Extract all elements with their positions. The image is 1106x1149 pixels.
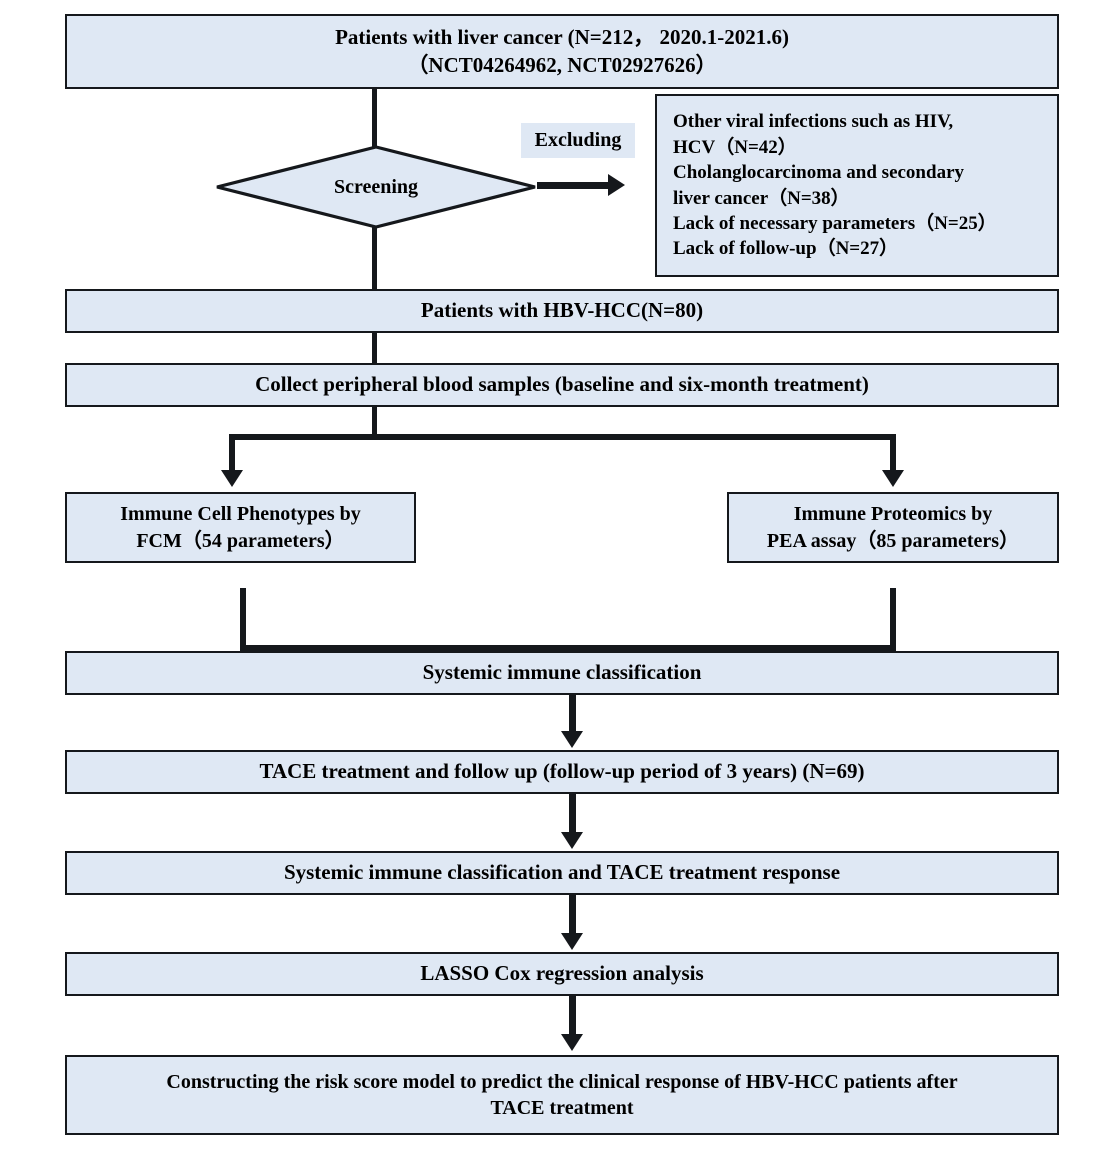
node-cohort: Patients with HBV-HCC(N=80) [65,289,1059,333]
node-classification-response: Systemic immune classification and TACE … [65,851,1059,895]
node-branch-pea-line2: PEA assay（85 parameters） [766,529,1020,552]
node-risk-score-model-line1: Constructing the risk score model to pre… [166,1070,958,1093]
node-immune-classification: Systemic immune classification [65,651,1059,695]
exclusion-reason-line-1: Other viral infections such as HIV, [673,111,954,133]
node-screening: Screening [215,145,537,229]
node-branch-fcm: Immune Cell Phenotypes by FCM（54 paramet… [65,492,416,563]
node-branch-fcm-line2: FCM（54 parameters） [136,529,345,552]
label-excluding-text: Excluding [534,129,622,151]
connector-split-stem [372,407,377,438]
node-cohort-label: Patients with HBV-HCC(N=80) [420,298,704,323]
node-branch-fcm-line1: Immune Cell Phenotypes by [120,503,361,526]
node-tace-treatment: TACE treatment and follow up (follow-up … [65,750,1059,794]
node-branch-pea-line1: Immune Proteomics by [793,503,993,526]
node-enrollment-line1: Patients with liver cancer (N=212， 2020.… [335,24,789,49]
exclusion-reason-line-6: Lack of follow-up（N=27） [673,238,899,260]
node-risk-score-model-line2: TACE treatment [490,1097,634,1119]
connector-tace-to-response [569,794,576,838]
exclusion-reason-line-3: Cholanglocarcinoma and secondary [673,162,965,184]
node-lasso-regression: LASSO Cox regression analysis [65,952,1059,996]
node-tace-treatment-label: TACE treatment and follow up (follow-up … [259,759,865,784]
label-excluding: Excluding [521,123,635,158]
connector-merge-left-riser [240,588,246,651]
node-branch-pea: Immune Proteomics by PEA assay（85 parame… [727,492,1059,563]
node-collect-samples: Collect peripheral blood samples (baseli… [65,363,1059,407]
exclusion-reason-line-5: Lack of necessary parameters（N=25） [673,212,997,234]
arrow-to-branch-left-icon [221,470,243,487]
node-immune-classification-label: Systemic immune classification [422,660,702,685]
connector-cohort-to-collect [372,333,377,363]
arrow-to-branch-right-icon [882,470,904,487]
exclusion-reason-line-4: liver cancer（N=38） [673,187,850,209]
node-lasso-regression-label: LASSO Cox regression analysis [420,961,704,986]
connector-split-bar [229,434,896,440]
node-enrollment-line2: （NCT04264962, NCT02927626） [407,52,717,77]
connector-screening-to-cohort [372,227,377,289]
node-risk-score-model: Constructing the risk score model to pre… [65,1055,1059,1135]
arrow-to-exclusions-icon [608,174,625,196]
node-classification-response-label: Systemic immune classification and TACE … [283,860,841,885]
arrow-tace-to-response-icon [561,832,583,849]
connector-response-to-lasso [569,895,576,939]
node-exclusion-reasons: Other viral infections such as HIV, HCV（… [655,94,1059,277]
arrow-classification-to-tace-icon [561,731,583,748]
arrow-lasso-to-risk-model-icon [561,1034,583,1051]
node-enrollment: Patients with liver cancer (N=212， 2020.… [65,14,1059,89]
node-collect-samples-label: Collect peripheral blood samples (baseli… [255,372,869,397]
connector-merge-right-riser [890,588,896,651]
node-screening-label: Screening [333,175,419,198]
connector-classification-to-tace [569,695,576,737]
arrow-response-to-lasso-icon [561,933,583,950]
connector-screening-to-exclusions [537,182,611,189]
connector-split-left-drop [229,434,235,474]
exclusion-reason-line-2: HCV（N=42） [673,136,797,158]
connector-split-right-drop [890,434,896,474]
connector-lasso-to-risk-model [569,996,576,1040]
connector-enrollment-to-screening [372,89,377,147]
connector-merge-bar [240,645,896,651]
